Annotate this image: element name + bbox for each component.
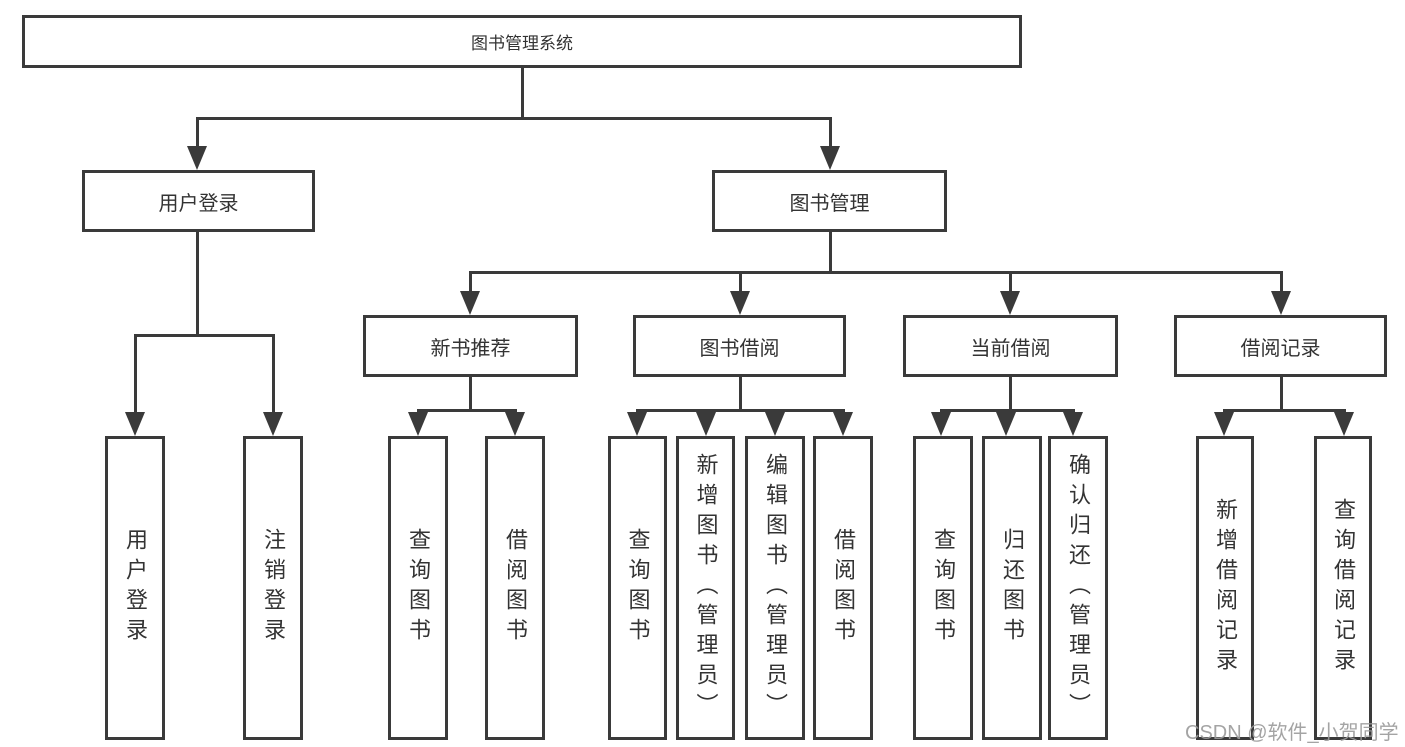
arrow-down-icon — [730, 291, 750, 315]
connector-line — [1008, 377, 1012, 410]
arrow-down-icon — [460, 291, 480, 315]
watermark: CSDN @软件_小贺同学 — [1185, 722, 1399, 744]
arrow-down-icon — [263, 412, 283, 436]
node-borrow-record: 借阅记录 — [1174, 315, 1387, 377]
node-label: 用户登录 — [158, 192, 239, 215]
node-user-login: 用户登录 — [82, 170, 315, 232]
connector-line — [468, 377, 472, 410]
node-leaf-borrow-books-2: 借阅图书 — [813, 436, 873, 740]
connector-line — [520, 68, 524, 118]
node-leaf-edit-book: 编辑图书（管理员） — [745, 436, 805, 740]
arrow-down-icon — [1214, 412, 1234, 436]
connector-line — [1279, 377, 1283, 410]
node-current-borrow: 当前借阅 — [903, 315, 1118, 377]
arrow-down-icon — [408, 412, 428, 436]
connector-line — [195, 118, 199, 150]
node-label: 借阅图书 — [831, 528, 856, 648]
node-label: 新增借阅记录 — [1213, 498, 1238, 678]
node-leaf-query-books-3: 查询图书 — [913, 436, 973, 740]
arrow-down-icon — [505, 412, 525, 436]
node-label: 新书推荐 — [430, 337, 511, 360]
node-leaf-logout: 注销登录 — [243, 436, 303, 740]
node-label: 当前借阅 — [970, 337, 1051, 360]
node-label: 归还图书 — [1000, 528, 1025, 648]
node-label: 注销登录 — [261, 528, 286, 648]
connector-line — [416, 408, 517, 412]
connector-line — [738, 272, 742, 295]
node-leaf-query-books-2: 查询图书 — [608, 436, 667, 740]
connector-line — [468, 270, 1283, 274]
node-leaf-query-books-1: 查询图书 — [388, 436, 448, 740]
arrow-down-icon — [996, 412, 1016, 436]
arrow-down-icon — [1000, 291, 1020, 315]
connector-line — [1279, 272, 1283, 295]
node-label: 查询图书 — [406, 528, 431, 648]
node-leaf-return-book: 归还图书 — [982, 436, 1042, 740]
node-root: 图书管理系统 — [22, 15, 1022, 68]
connector-line — [1008, 272, 1012, 295]
arrow-down-icon — [1334, 412, 1354, 436]
node-label: 查询图书 — [625, 528, 651, 648]
node-label: 图书管理 — [789, 192, 870, 215]
arrow-down-icon — [627, 412, 647, 436]
connector-line — [271, 335, 275, 416]
connector-line — [635, 408, 845, 412]
node-book-mgmt: 图书管理 — [712, 170, 947, 232]
node-leaf-confirm-return: 确认归还（管理员） — [1048, 436, 1108, 740]
node-leaf-add-book: 新增图书（管理员） — [676, 436, 735, 740]
node-label: 编辑图书（管理员） — [763, 453, 788, 723]
node-label: 新增图书（管理员） — [693, 453, 719, 723]
arrow-down-icon — [765, 412, 785, 436]
connector-line — [468, 272, 472, 295]
node-label: 借阅记录 — [1240, 337, 1321, 360]
connector-line — [1222, 408, 1346, 412]
arrow-down-icon — [187, 146, 207, 170]
arrow-down-icon — [696, 412, 716, 436]
arrow-down-icon — [931, 412, 951, 436]
arrow-down-icon — [833, 412, 853, 436]
arrow-down-icon — [820, 146, 840, 170]
node-label: 确认归还（管理员） — [1066, 453, 1091, 723]
node-leaf-query-borrow-record: 查询借阅记录 — [1314, 436, 1372, 740]
node-label: 图书借阅 — [699, 337, 780, 360]
arrow-down-icon — [125, 412, 145, 436]
connector-line — [738, 377, 742, 410]
node-book-borrow: 图书借阅 — [633, 315, 846, 377]
node-label: 用户登录 — [123, 528, 148, 648]
connector-line — [828, 118, 832, 150]
node-leaf-borrow-books-1: 借阅图书 — [485, 436, 545, 740]
arrow-down-icon — [1271, 291, 1291, 315]
connector-line — [195, 232, 199, 335]
connector-line — [828, 232, 832, 272]
arrow-down-icon — [1063, 412, 1083, 436]
connector-line — [133, 333, 275, 337]
node-label: 图书管理系统 — [471, 34, 573, 53]
node-label: 查询借阅记录 — [1331, 498, 1356, 678]
node-label: 借阅图书 — [503, 528, 528, 648]
connector-line — [133, 335, 137, 416]
node-leaf-add-borrow-record: 新增借阅记录 — [1196, 436, 1254, 740]
node-label: 查询图书 — [931, 528, 956, 648]
node-leaf-user-login: 用户登录 — [105, 436, 165, 740]
connector-line — [195, 116, 832, 120]
node-new-book-rec: 新书推荐 — [363, 315, 578, 377]
